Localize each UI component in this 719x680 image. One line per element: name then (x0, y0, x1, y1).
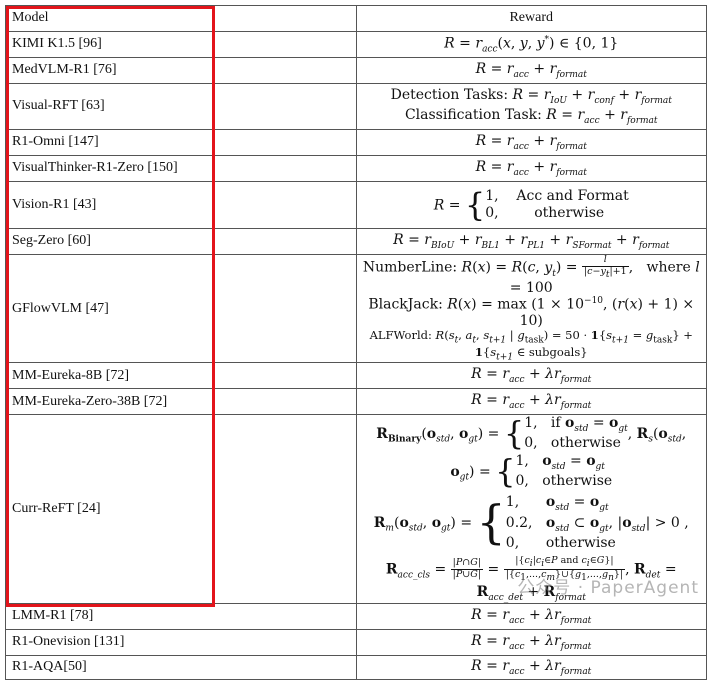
model-cell: LMM-R1 [78] (5, 602, 357, 630)
table-row: MM-Eureka-Zero-38B [72] R = racc + λrfor… (5, 388, 707, 416)
table-row: KIMI K1.5 [96] R = racc(x, y, y*) ∈ {0, … (5, 31, 707, 58)
table-row: Seg-Zero [60] R = rBIoU + rBL1 + rPL1 + … (5, 228, 707, 255)
rewards-table: Model Reward KIMI K1.5 [96] R = racc(x, … (5, 5, 707, 680)
reward-cell: R = rBIoU + rBL1 + rPL1 + rSFormat + rfo… (355, 228, 707, 255)
reward-cell: R = racc + λrformat (355, 362, 707, 390)
table-row: LMM-R1 [78] R = racc + λrformat (5, 602, 707, 630)
model-cell: MedVLM-R1 [76] (5, 57, 357, 84)
model-cell: VisualThinker-R1-Zero [150] (5, 155, 357, 182)
reward-cell: R = racc + λrformat (355, 388, 707, 416)
header-reward: Reward (355, 5, 707, 32)
reward-cell: Detection Tasks: R = rIoU + rconf + rfor… (355, 83, 707, 130)
table-row: MedVLM-R1 [76] R = racc + rformat (5, 57, 707, 84)
table-row: MM-Eureka-8B [72] R = racc + λrformat (5, 362, 707, 390)
reward-cell: R = racc + λrformat (355, 628, 707, 656)
reward-cell: R = { 1, Acc and Format 0, otherwise (355, 181, 707, 229)
model-cell: KIMI K1.5 [96] (5, 31, 357, 58)
model-cell: Vision-R1 [43] (5, 181, 357, 229)
table-row: Visual-RFT [63] Detection Tasks: R = rIo… (5, 83, 707, 130)
model-cell: R1-Omni [147] (5, 129, 357, 156)
table-row: GFlowVLM [47] NumberLine: R(x) = R(c, yt… (5, 253, 707, 364)
model-cell: R1-Onevision [131] (5, 628, 357, 656)
table-row: Vision-R1 [43] R = { 1, Acc and Format 0… (5, 181, 707, 229)
model-cell: MM-Eureka-Zero-38B [72] (5, 388, 357, 416)
reward-cell: NumberLine: R(x) = R(c, yt) = l|c−yt|+1,… (355, 253, 707, 364)
model-cell: MM-Eureka-8B [72] (5, 362, 357, 390)
table-row: R1-AQA[50] R = racc + λrformat (5, 654, 707, 680)
table-row: R1-Onevision [131] R = racc + λrformat (5, 628, 707, 656)
model-cell: R1-AQA[50] (5, 654, 357, 680)
reward-cell: R = racc + rformat (355, 129, 707, 156)
reward-cell: R = racc + λrformat (355, 654, 707, 680)
table-row: R1-Omni [147] R = racc + rformat (5, 129, 707, 156)
reward-cell: R = racc + λrformat (355, 602, 707, 630)
model-cell: Seg-Zero [60] (5, 228, 357, 255)
table-row: Curr-ReFT [24] RBinary(ostd, ogt) = {1, … (5, 414, 707, 604)
reward-cell: R = racc + rformat (355, 57, 707, 84)
table-header-row: Model Reward (5, 5, 707, 32)
model-cell: Visual-RFT [63] (5, 83, 357, 130)
model-cell: GFlowVLM [47] (5, 253, 357, 364)
header-model: Model (5, 5, 357, 32)
table-row: VisualThinker-R1-Zero [150] R = racc + r… (5, 155, 707, 182)
reward-cell: R = racc(x, y, y*) ∈ {0, 1} (355, 31, 707, 58)
reward-cell: R = racc + rformat (355, 155, 707, 182)
model-cell: Curr-ReFT [24] (5, 414, 357, 604)
